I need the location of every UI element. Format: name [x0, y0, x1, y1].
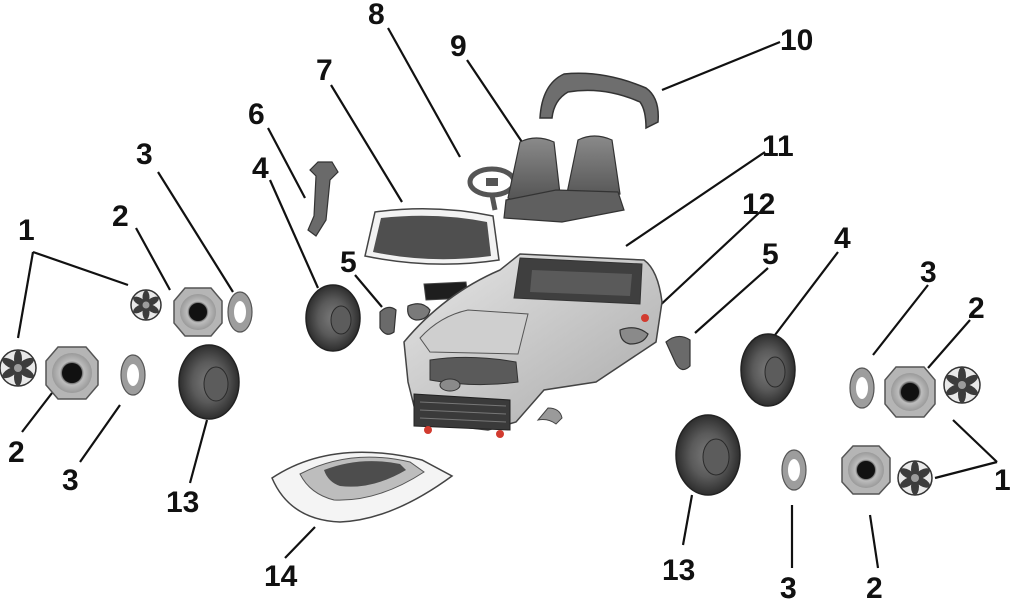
- leader-13b: [681, 494, 694, 546]
- callout-11: 11: [762, 130, 794, 163]
- leader-1b-top: [952, 419, 998, 463]
- tire-rear-right: [675, 414, 741, 496]
- leader-3b: [157, 171, 234, 293]
- wheel-hub-left-outer: [45, 346, 99, 400]
- callout-labels: 1 2 3 2 3 13 3 4 6 7 8 9 10 11 12 5 5 4 …: [8, 0, 1011, 603]
- tire-rear-left: [178, 344, 240, 420]
- hub-cap-right-lower: [897, 460, 933, 496]
- tire-front-right: [740, 333, 796, 407]
- wheel-hub-left-inner: [173, 287, 223, 337]
- windshield: [364, 208, 500, 265]
- leader-2c: [927, 319, 971, 369]
- callout-6: 6: [248, 98, 265, 131]
- washer-right-lower: [781, 449, 807, 491]
- callout-3-right-upper: 3: [920, 256, 937, 289]
- callout-3-right-lower: 3: [780, 572, 797, 603]
- callout-1-left: 1: [18, 214, 35, 247]
- callout-2-left-inner: 2: [112, 200, 129, 233]
- side-mirror-left: [379, 303, 431, 335]
- callout-14: 14: [264, 560, 298, 593]
- leader-14: [284, 526, 316, 559]
- callout-4-left: 4: [252, 152, 269, 185]
- callout-13-right: 13: [662, 554, 695, 587]
- callout-13-left: 13: [166, 486, 199, 519]
- callout-4-right: 4: [834, 222, 851, 255]
- roll-bar: [539, 72, 659, 130]
- leader-4a: [268, 179, 320, 289]
- callout-9: 9: [450, 30, 467, 63]
- hood: [271, 451, 454, 523]
- hub-cap-right-upper: [943, 366, 981, 404]
- side-handle-bar: [307, 161, 339, 237]
- washer-right-upper: [849, 367, 875, 409]
- leader-lines: [16, 27, 998, 569]
- callout-2-right-upper: 2: [968, 292, 985, 325]
- hub-cap-left-inner: [130, 289, 162, 321]
- callout-1-right: 1: [994, 464, 1011, 497]
- callout-2-right-lower: 2: [866, 572, 883, 603]
- side-mirror-right: [665, 335, 691, 371]
- callout-8: 8: [368, 0, 385, 31]
- washer-left-upper: [227, 291, 253, 333]
- leader-2a: [21, 392, 53, 433]
- wheel-hub-right-lower: [841, 445, 891, 495]
- body-mirror: [619, 327, 649, 345]
- seats: [503, 135, 625, 223]
- leader-5b: [694, 267, 769, 334]
- leader-11: [625, 151, 766, 247]
- callout-5-left: 5: [340, 246, 357, 279]
- callout-3-left-inner: 3: [136, 138, 153, 171]
- callout-12: 12: [742, 188, 775, 221]
- leader-4b: [774, 251, 839, 336]
- leader-2d: [868, 514, 880, 569]
- callout-7: 7: [316, 54, 333, 87]
- leader-10: [661, 40, 781, 92]
- leader-1a-top: [32, 250, 129, 287]
- callout-3-right-bottom: 3: [780, 572, 797, 603]
- leader-1a-bottom: [16, 251, 35, 339]
- leader-7: [330, 84, 403, 203]
- vehicle-body: [403, 253, 663, 438]
- callout-5-right: 5: [762, 238, 779, 271]
- leader-2b: [135, 227, 171, 291]
- tire-front-left: [305, 284, 361, 352]
- wheel-hub-right-upper: [884, 366, 936, 418]
- leader-1b-bottom: [934, 460, 998, 480]
- leader-5a: [354, 274, 383, 308]
- leader-12: [654, 211, 761, 311]
- leader-3d: [872, 284, 929, 356]
- callout-2-left-outer: 2: [8, 436, 25, 469]
- callout-10: 10: [780, 24, 813, 57]
- washer-left-lower: [120, 354, 146, 396]
- leader-6: [267, 127, 306, 199]
- leader-8: [387, 27, 461, 158]
- callout-3-left-outer: 3: [62, 464, 79, 497]
- hub-cap-left-outer: [0, 349, 37, 387]
- leader-13a: [188, 419, 209, 484]
- leader-3a: [79, 404, 121, 463]
- leader-9: [466, 59, 523, 143]
